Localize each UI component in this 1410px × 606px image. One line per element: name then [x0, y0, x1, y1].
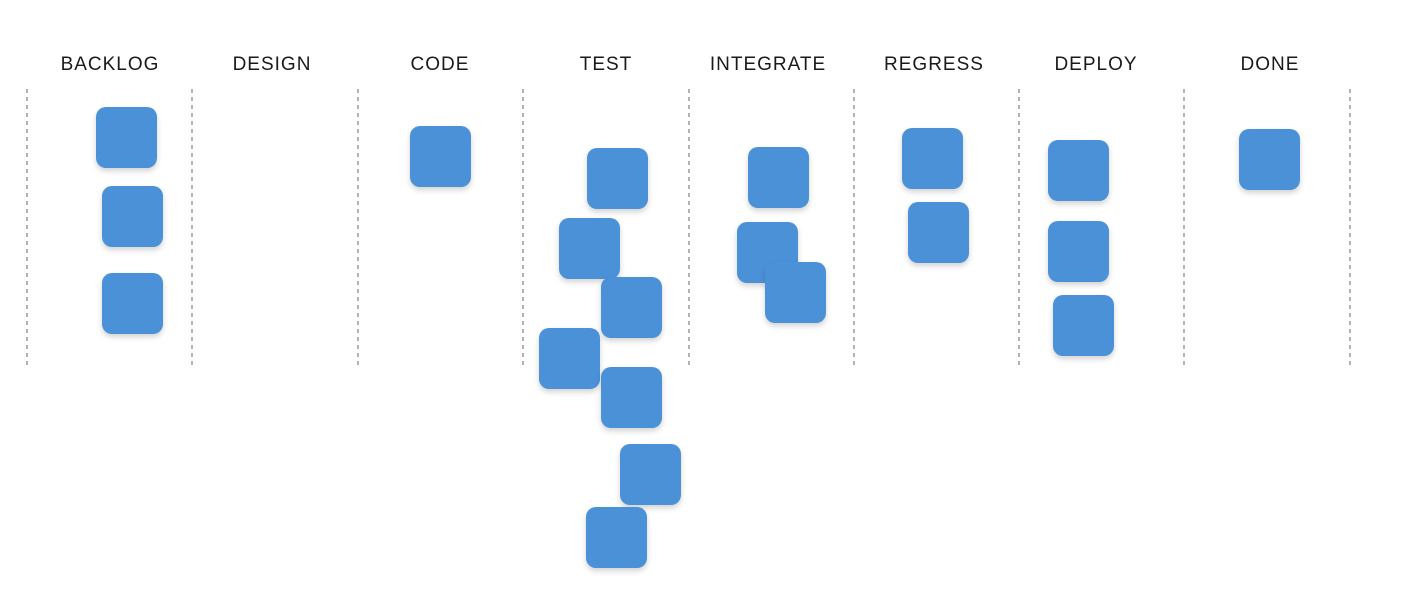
column-header-code: CODE: [410, 54, 470, 75]
column-header-done: DONE: [1240, 54, 1300, 75]
column-separator: [522, 89, 524, 368]
kanban-card[interactable]: [601, 367, 662, 428]
kanban-card[interactable]: [620, 444, 681, 505]
kanban-card[interactable]: [559, 218, 620, 279]
kanban-card[interactable]: [765, 262, 826, 323]
column-header-design: DESIGN: [232, 54, 312, 75]
kanban-card[interactable]: [748, 147, 809, 208]
kanban-card[interactable]: [1048, 140, 1109, 201]
kanban-card[interactable]: [1053, 295, 1114, 356]
kanban-card[interactable]: [902, 128, 963, 189]
kanban-card[interactable]: [96, 107, 157, 168]
kanban-card[interactable]: [539, 328, 600, 389]
kanban-card[interactable]: [601, 277, 662, 338]
column-header-backlog: BACKLOG: [60, 54, 160, 75]
column-separator: [688, 89, 690, 368]
column-header-deploy: DEPLOY: [1054, 54, 1138, 75]
kanban-card[interactable]: [587, 148, 648, 209]
kanban-card[interactable]: [586, 507, 647, 568]
column-separator: [191, 89, 193, 368]
kanban-card[interactable]: [410, 126, 471, 187]
column-separator: [26, 89, 28, 368]
kanban-card[interactable]: [908, 202, 969, 263]
column-separator: [1183, 89, 1185, 368]
column-header-integrate: INTEGRATE: [709, 54, 827, 75]
column-header-test: TEST: [579, 54, 633, 75]
column-separator: [853, 89, 855, 368]
kanban-card[interactable]: [102, 273, 163, 334]
column-separator: [1349, 89, 1351, 368]
kanban-card[interactable]: [102, 186, 163, 247]
kanban-card[interactable]: [1239, 129, 1300, 190]
column-separator: [357, 89, 359, 368]
column-header-regress: REGRESS: [884, 54, 984, 75]
kanban-card[interactable]: [1048, 221, 1109, 282]
column-separator: [1018, 89, 1020, 368]
